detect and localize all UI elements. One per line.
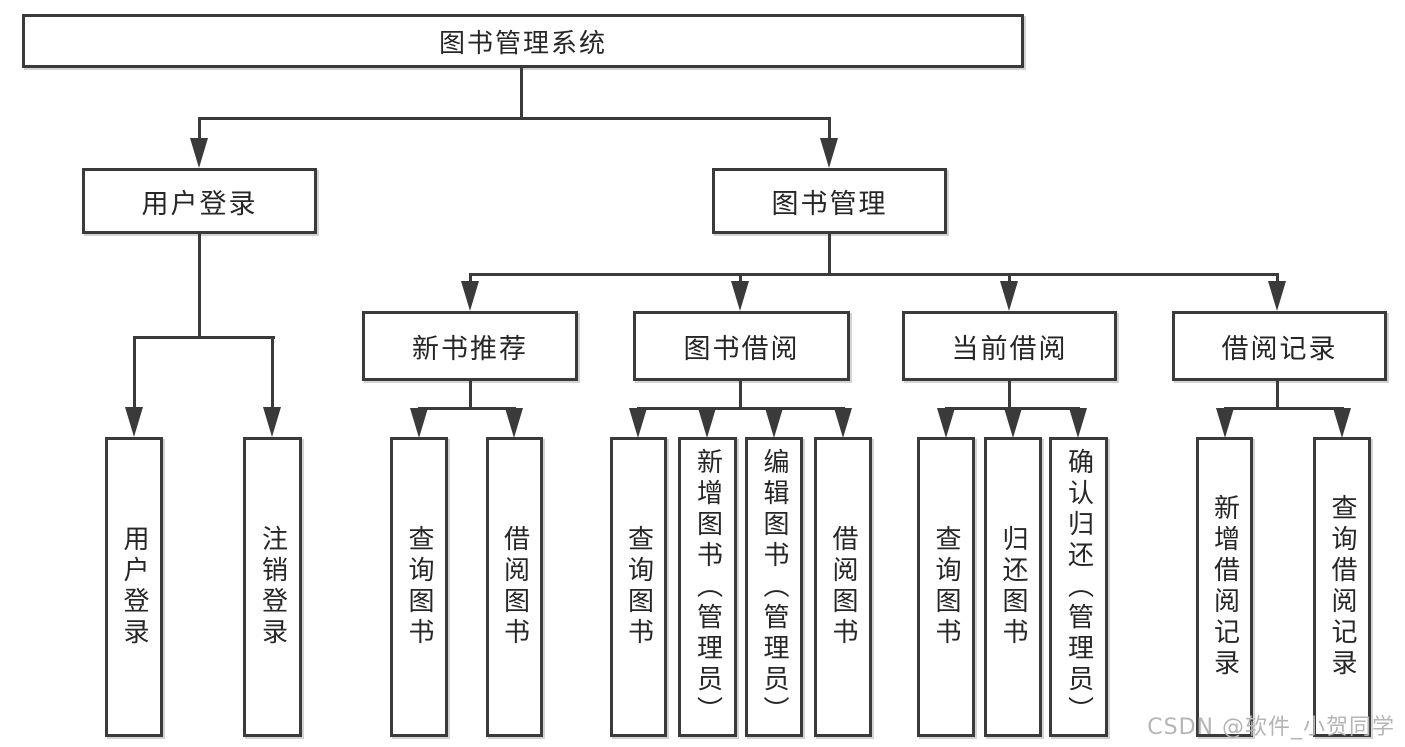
connector-line <box>469 273 1279 276</box>
leaf-borrowing-borrow-books: 借阅图书 <box>814 437 872 737</box>
leaf-edit-books-admin-label: 编辑图书（管理员） <box>759 447 789 727</box>
leaf-logout: 注销登录 <box>243 437 302 737</box>
connector-line <box>739 276 742 284</box>
arrowhead-icon <box>937 408 955 438</box>
leaf-return-books-label: 归还图书 <box>998 525 1028 649</box>
connector-line <box>469 276 472 284</box>
connector-line <box>1276 381 1279 407</box>
arrowhead-icon <box>765 408 783 438</box>
arrowhead-icon <box>1333 408 1351 438</box>
node-root: 图书管理系统 <box>22 14 1024 68</box>
leaf-add-books-admin-label: 新增图书（管理员） <box>692 447 723 727</box>
arrowhead-icon <box>1069 408 1087 438</box>
leaf-edit-books-admin: 编辑图书（管理员） <box>745 437 803 737</box>
leaf-newrec-borrow-books-label: 借阅图书 <box>499 525 530 649</box>
arrowhead-icon <box>1216 408 1234 438</box>
connector-line <box>1276 276 1279 284</box>
connector-line <box>133 339 136 409</box>
connector-line <box>1008 381 1011 407</box>
node-borrowing-records: 借阅记录 <box>1172 311 1387 381</box>
leaf-current-query-books: 查询图书 <box>917 437 975 737</box>
leaf-newrec-borrow-books: 借阅图书 <box>486 437 543 737</box>
connector-line <box>520 68 523 117</box>
connector-line <box>1008 276 1011 284</box>
csdn-watermark: CSDN @软件_小贺同学 <box>1147 715 1395 740</box>
leaf-query-borrow-record: 查询借阅记录 <box>1313 437 1371 737</box>
leaf-add-borrow-record-label: 新增借阅记录 <box>1209 494 1240 680</box>
leaf-user-login: 用户登录 <box>105 437 163 737</box>
node-current-borrowing: 当前借阅 <box>902 311 1117 381</box>
arrowhead-icon <box>1000 281 1018 311</box>
connector-line <box>133 336 275 339</box>
connector-line <box>198 120 201 142</box>
leaf-user-login-label: 用户登录 <box>119 525 149 649</box>
connector-line <box>1224 407 1344 410</box>
connector-line <box>469 381 472 407</box>
leaf-confirm-return-admin: 确认归还（管理员） <box>1049 437 1108 737</box>
arrowhead-icon <box>698 408 716 438</box>
arrowhead-icon <box>1268 281 1286 311</box>
leaf-query-borrow-record-label: 查询借阅记录 <box>1327 494 1357 680</box>
arrowhead-icon <box>834 408 852 438</box>
connector-line <box>418 407 516 410</box>
leaf-return-books: 归还图书 <box>984 437 1042 737</box>
node-book-borrowing-label: 图书借阅 <box>683 333 800 365</box>
node-new-book-recommend-label: 新书推荐 <box>412 333 528 365</box>
node-book-management-label: 图书管理 <box>771 188 888 220</box>
arrowhead-icon <box>410 408 428 438</box>
arrowhead-icon <box>1004 408 1022 438</box>
arrowhead-icon <box>505 408 523 438</box>
arrowhead-icon <box>461 281 479 311</box>
leaf-newrec-query-books: 查询图书 <box>390 437 448 737</box>
node-book-management: 图书管理 <box>712 168 947 234</box>
arrowhead-icon <box>190 138 208 168</box>
node-root-label: 图书管理系统 <box>438 28 607 59</box>
node-book-borrowing: 图书借阅 <box>633 311 850 381</box>
leaf-borrowing-query-books-label: 查询图书 <box>623 525 654 649</box>
arrowhead-icon <box>820 138 838 168</box>
leaf-add-borrow-record: 新增借阅记录 <box>1196 437 1253 737</box>
connector-line <box>271 339 274 409</box>
arrowhead-icon <box>125 407 143 437</box>
connector-line <box>739 381 742 407</box>
connector-line <box>198 234 201 336</box>
connector-line <box>637 407 845 410</box>
leaf-newrec-query-books-label: 查询图书 <box>404 525 434 649</box>
node-user-login: 用户登录 <box>82 168 317 234</box>
node-borrowing-records-label: 借阅记录 <box>1221 333 1338 365</box>
node-user-login-label: 用户登录 <box>141 188 258 220</box>
node-current-borrowing-label: 当前借阅 <box>951 333 1068 365</box>
connector-line <box>828 120 831 142</box>
arrowhead-icon <box>731 281 749 311</box>
leaf-borrowing-query-books: 查询图书 <box>610 437 667 737</box>
connector-line <box>828 234 831 273</box>
leaf-borrowing-borrow-books-label: 借阅图书 <box>828 525 858 649</box>
leaf-confirm-return-admin-label: 确认归还（管理员） <box>1063 447 1094 727</box>
arrowhead-icon <box>263 407 281 437</box>
connector-line <box>198 117 831 120</box>
leaf-current-query-books-label: 查询图书 <box>931 525 961 649</box>
node-new-book-recommend: 新书推荐 <box>362 311 578 381</box>
leaf-logout-label: 注销登录 <box>257 525 288 649</box>
leaf-add-books-admin: 新增图书（管理员） <box>678 437 737 737</box>
arrowhead-icon <box>629 408 647 438</box>
